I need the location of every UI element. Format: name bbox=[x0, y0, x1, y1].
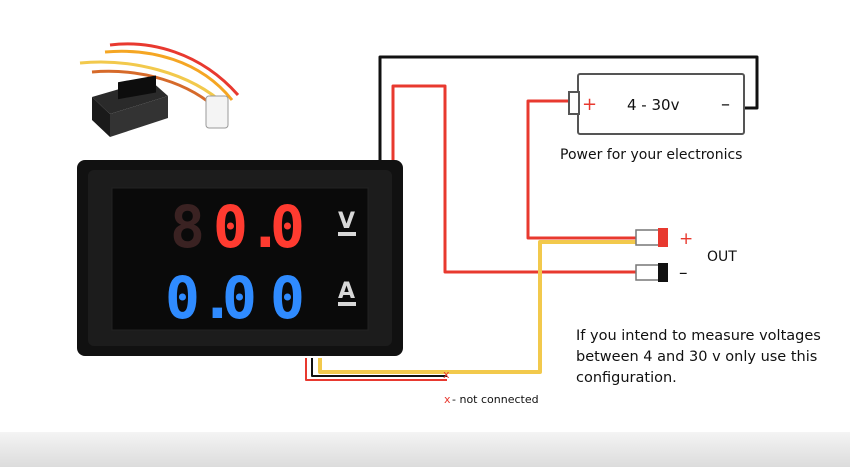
red-wire-bottom bbox=[305, 358, 447, 381]
out-label: OUT bbox=[707, 249, 737, 265]
legend-text: - not connected bbox=[452, 393, 539, 406]
black-wire-bottom bbox=[311, 358, 447, 377]
red-wire-battery bbox=[526, 99, 640, 240]
legend: x - not connected bbox=[444, 393, 539, 406]
voltage-digit-2: 0. bbox=[213, 193, 283, 261]
meter-panel: 8 0. 0 V 0. 0 0 A bbox=[77, 160, 403, 356]
battery-plus: + bbox=[582, 94, 597, 115]
current-digit-3: 0 bbox=[270, 264, 305, 332]
power-caption: Power for your electronics bbox=[560, 147, 742, 163]
out-terminals: + – OUT bbox=[635, 228, 737, 283]
note-line-1: If you intend to measure voltages bbox=[576, 328, 821, 344]
meter-module-photo bbox=[79, 42, 240, 137]
out-minus: – bbox=[679, 263, 688, 283]
voltage-unit-underline bbox=[338, 232, 356, 236]
not-connected-mark: x bbox=[443, 368, 450, 381]
battery-label: 4 - 30v bbox=[627, 96, 680, 114]
current-digit-1: 0. bbox=[165, 264, 235, 332]
yellow-wire bbox=[318, 240, 640, 374]
out-plus: + bbox=[679, 229, 693, 249]
battery: + 4 - 30v – bbox=[568, 73, 745, 135]
wires bbox=[305, 55, 759, 381]
voltage-digit-1: 8 bbox=[170, 193, 205, 261]
red-wire-out-minus bbox=[391, 84, 640, 274]
note-line-3: configuration. bbox=[576, 370, 677, 386]
legend-mark: x bbox=[444, 393, 451, 406]
current-display: 0. 0 0 A bbox=[165, 264, 356, 332]
black-wire-battery bbox=[378, 55, 759, 165]
voltage-display: 8 0. 0 V bbox=[170, 193, 356, 261]
current-digit-2: 0 bbox=[222, 264, 257, 332]
current-unit: A bbox=[338, 279, 355, 304]
voltage-unit: V bbox=[338, 209, 355, 234]
note-line-2: between 4 and 30 v only use this bbox=[576, 349, 817, 365]
config-note: If you intend to measure voltages betwee… bbox=[576, 328, 821, 386]
voltage-digit-3: 0 bbox=[270, 193, 305, 261]
battery-minus: – bbox=[721, 94, 730, 115]
current-unit-underline bbox=[338, 302, 356, 306]
bottom-fade bbox=[0, 432, 850, 467]
